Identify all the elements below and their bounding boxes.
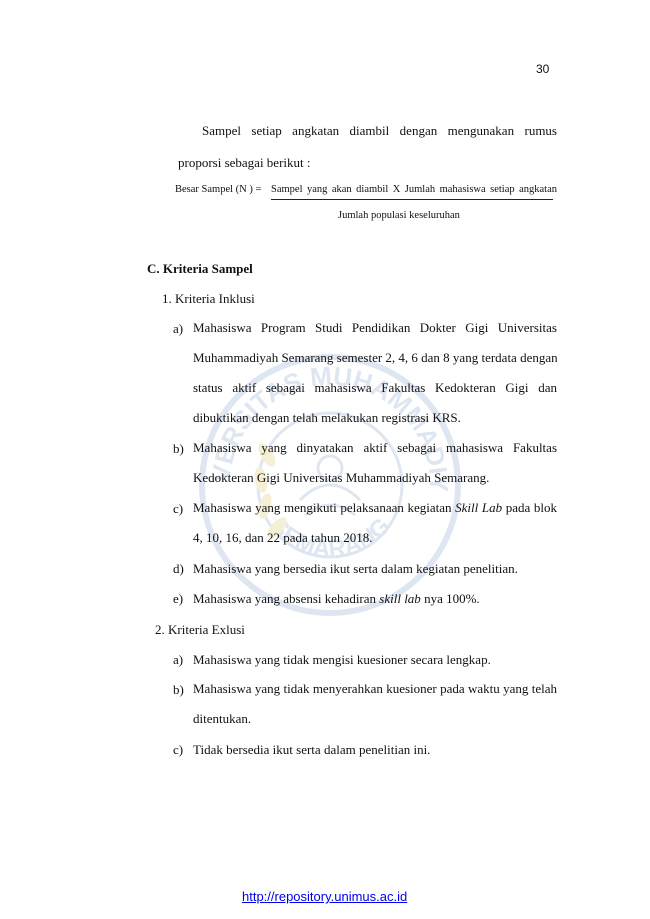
inclusion-item-a-line-4: dibuktikan dengan telah melakukan regist… [193, 410, 461, 425]
inclusion-item-c-line-2: 4, 10, 16, dan 22 pada tahun 2018. [193, 530, 373, 545]
exclusion-item-b-line-1: Mahasiswa yang tidak menyerahkan kuesion… [193, 681, 557, 696]
exclusion-item-c-marker: c) [173, 742, 184, 757]
inclusion-title: 1. Kriteria Inklusi [162, 291, 255, 306]
inclusion-item-e-italic: skill lab [379, 591, 421, 606]
fraction-bar [271, 199, 553, 200]
inclusion-item-e-text: Mahasiswa yang absensi kehadiran [193, 591, 380, 606]
inclusion-item-b: Mahasiswa yang dinyatakan aktif sebagai … [193, 433, 557, 493]
inclusion-item-a-line-3: status aktif sebagai mahasiswa Fakultas … [193, 380, 557, 395]
formula-label: Besar Sampel (N ) = [175, 184, 262, 195]
exclusion-item-a: Mahasiswa yang tidak mengisi kuesioner s… [193, 652, 491, 667]
inclusion-item-e-marker: e) [173, 591, 184, 606]
inclusion-item-e-text-end: nya 100%. [420, 591, 480, 606]
inclusion-item-a-line-2: Muhammadiyah Semarang semester 2, 4, 6 d… [193, 350, 558, 365]
inclusion-item-b-marker: b) [173, 441, 184, 456]
formula-denominator: Jumlah populasi keseluruhan [338, 210, 460, 221]
inclusion-item-d: Mahasiswa yang bersedia ikut serta dalam… [193, 561, 518, 576]
inclusion-item-c-italic: Skill Lab [455, 500, 503, 515]
exclusion-item-c: Tidak bersedia ikut serta dalam peneliti… [193, 742, 431, 757]
intro-line-2: proporsi sebagai berikut : [178, 155, 311, 170]
exclusion-item-b-line-2: ditentukan. [193, 711, 252, 726]
section-heading: C. Kriteria Sampel [147, 261, 253, 276]
inclusion-item-b-line-1: Mahasiswa yang dinyatakan aktif sebagai … [193, 440, 557, 455]
page-number: 30 [536, 62, 550, 76]
formula-numerator: Sampel yang akan diambil X Jumlah mahasi… [271, 184, 557, 195]
inclusion-item-a: Mahasiswa Program Studi Pendidikan Dokte… [193, 313, 558, 433]
exclusion-title: 2. Kriteria Exlusi [155, 622, 245, 637]
inclusion-item-a-marker: a) [173, 321, 184, 336]
intro-line-1: Sampel setiap angkatan diambil dengan me… [202, 123, 557, 138]
repository-link[interactable]: http://repository.unimus.ac.id [242, 889, 408, 904]
inclusion-item-c-line-1: Mahasiswa yang mengikuti pelaksanaan keg… [193, 493, 557, 523]
exclusion-item-b-marker: b) [173, 682, 184, 697]
inclusion-item-d-marker: d) [173, 561, 184, 576]
exclusion-item-a-marker: a) [173, 652, 184, 667]
inclusion-item-c-text: Mahasiswa yang mengikuti pelaksanaan keg… [193, 500, 456, 515]
exclusion-item-b: Mahasiswa yang tidak menyerahkan kuesion… [193, 674, 557, 734]
inclusion-item-c-marker: c) [173, 501, 184, 516]
university-seal-watermark-icon: UNIVERSITAS MUHAMMADIYAH SEMARANG [195, 350, 461, 616]
inclusion-item-b-line-2: Kedokteran Gigi Universitas Muhammadiyah… [193, 470, 490, 485]
inclusion-item-a-line-1: Mahasiswa Program Studi Pendidikan Dokte… [193, 320, 557, 335]
inclusion-item-e: Mahasiswa yang absensi kehadiran skill l… [193, 591, 480, 607]
inclusion-item-c-text-end: pada blok [502, 500, 558, 515]
inclusion-item-c: Mahasiswa yang mengikuti pelaksanaan keg… [193, 493, 557, 553]
